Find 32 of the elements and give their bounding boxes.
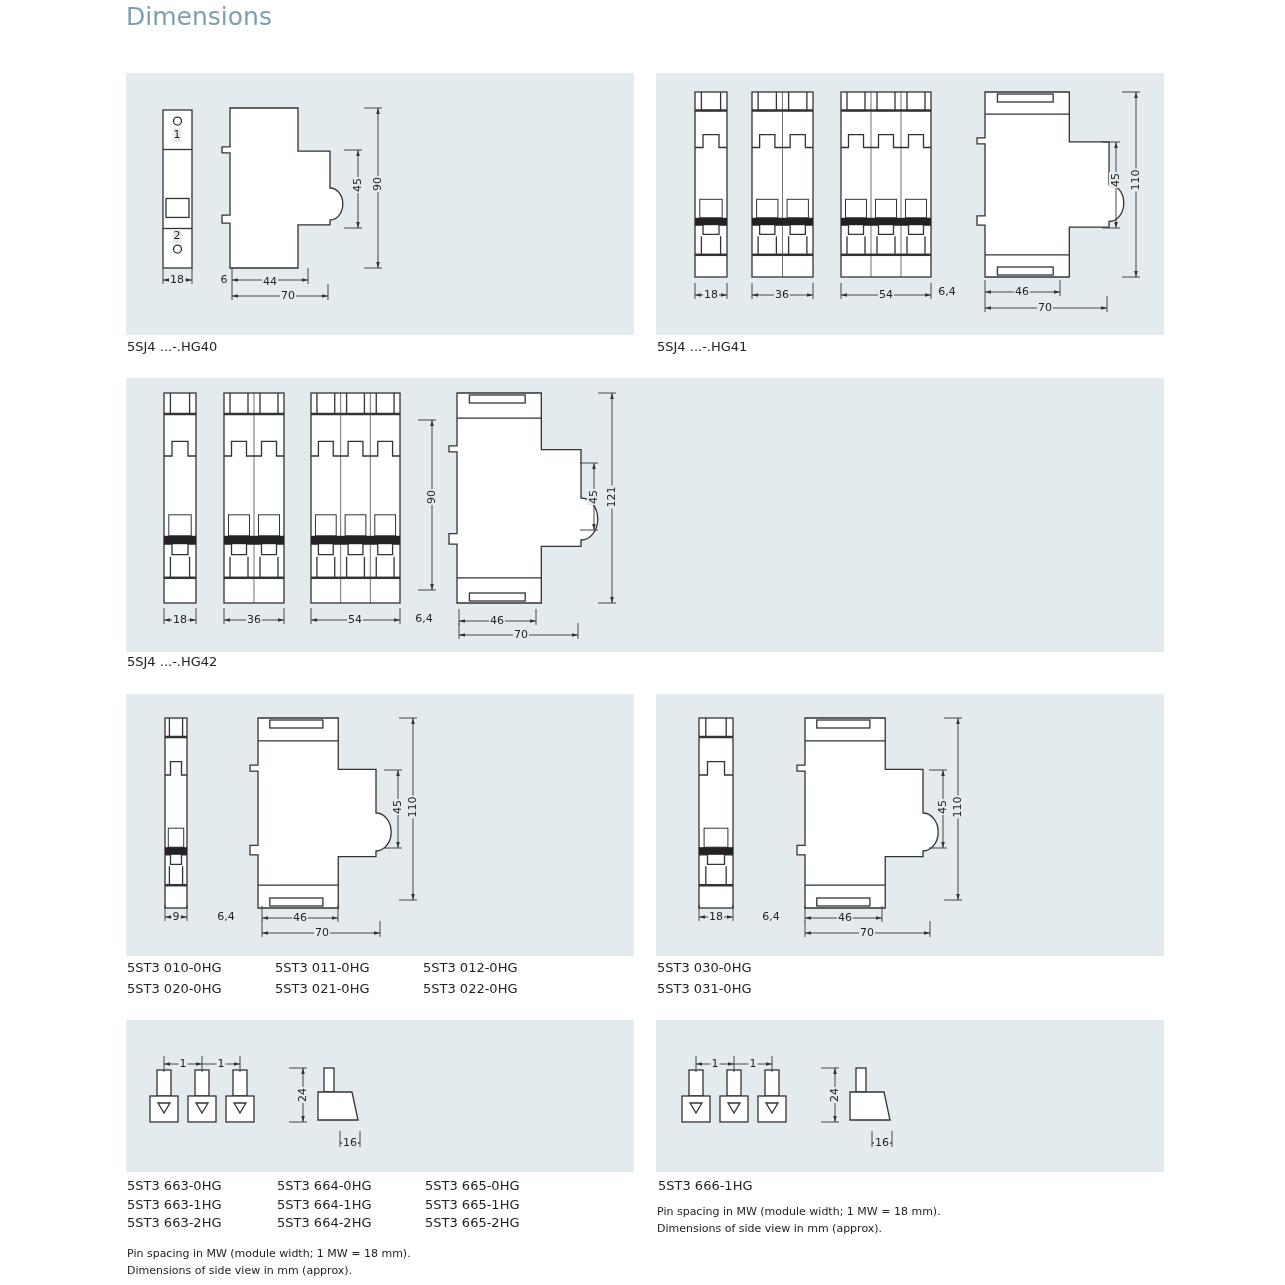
order-number: 5SJ4 ...-.HG41 <box>657 340 748 354</box>
note-text: Dimensions of side view in mm (approx). <box>657 1222 883 1236</box>
order-number: 5ST3 665-2HG <box>425 1216 520 1230</box>
dimension-value: 6,4 <box>216 910 236 924</box>
order-number: 5ST3 011-0HG <box>275 961 370 975</box>
order-number: 5ST3 665-1HG <box>425 1198 520 1212</box>
order-number: 5ST3 663-1HG <box>127 1198 222 1212</box>
order-number: 5ST3 010-0HG <box>127 961 222 975</box>
order-number: 5ST3 663-2HG <box>127 1216 222 1230</box>
dimension-value: 6,4 <box>761 910 781 924</box>
order-number: 5ST3 664-1HG <box>277 1198 372 1212</box>
order-number: 5ST3 012-0HG <box>423 961 518 975</box>
order-number: 5SJ4 ...-.HG42 <box>127 655 218 669</box>
order-number: 5ST3 030-0HG <box>657 961 752 975</box>
order-number: 5ST3 664-2HG <box>277 1216 372 1230</box>
note-text: Dimensions of side view in mm (approx). <box>127 1264 353 1278</box>
order-number: 5ST3 663-0HG <box>127 1179 222 1193</box>
order-number: 5ST3 664-0HG <box>277 1179 372 1193</box>
dimension-value: 6,4 <box>937 285 957 299</box>
note-text: Pin spacing in MW (module width; 1 MW = 18 mm). <box>127 1247 411 1261</box>
order-number: 5ST3 665-0HG <box>425 1179 520 1193</box>
order-number: 5ST3 031-0HG <box>657 982 752 996</box>
pole-number: 2 <box>172 229 182 243</box>
dimension-value: 6,4 <box>414 612 434 626</box>
order-number: 5ST3 022-0HG <box>423 982 518 996</box>
order-number: 5SJ4 ...-.HG40 <box>127 340 218 354</box>
page-title: Dimensions <box>126 2 272 31</box>
order-number: 5ST3 666-1HG <box>658 1179 753 1193</box>
note-text: Pin spacing in MW (module width; 1 MW = 18 mm). <box>657 1205 941 1219</box>
order-number: 5ST3 021-0HG <box>275 982 370 996</box>
pole-number: 1 <box>172 128 182 142</box>
order-number: 5ST3 020-0HG <box>127 982 222 996</box>
